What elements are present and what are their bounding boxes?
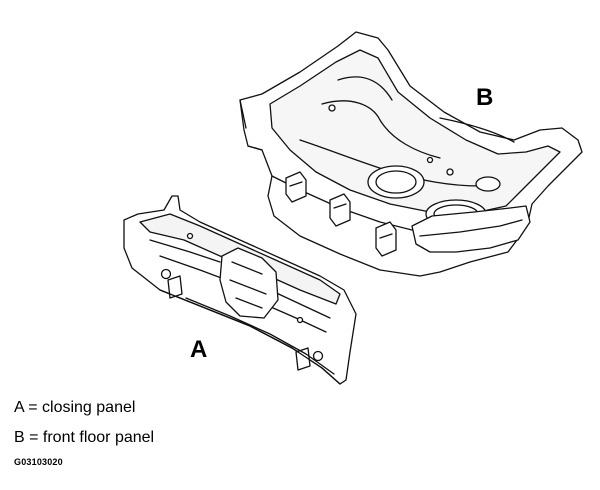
floor-panel-opening <box>475 176 501 192</box>
floor-panel-bracket <box>329 193 351 227</box>
closing-panel-hole <box>186 232 194 240</box>
closing-panel-lower-flange <box>185 297 335 375</box>
legend-item-b: B = front floor panel <box>14 429 155 446</box>
floor-panel-bracket <box>375 221 397 257</box>
closing-panel-hole <box>312 350 324 362</box>
floor-panel-hole <box>446 168 454 176</box>
closing-panel-center-bracket <box>219 247 279 319</box>
front-floor-panel-drawing <box>239 31 583 277</box>
callout-a: A <box>190 336 208 363</box>
closing-panel-center-bracket-detail <box>229 261 267 309</box>
floor-panel-opening <box>375 170 417 194</box>
legend-item-a: A = closing panel <box>14 399 136 416</box>
closing-panel-lower-flange <box>159 289 341 385</box>
floor-panel-edge <box>239 99 263 151</box>
closing-panel-hole <box>160 268 172 280</box>
floor-panel-tub <box>269 49 561 215</box>
closing-panel-clip <box>167 275 183 299</box>
floor-panel-rib <box>439 117 515 143</box>
floor-panel-hole <box>426 156 434 164</box>
parts-illustration <box>123 31 583 385</box>
floor-panel-rib <box>337 76 393 101</box>
closing-panel-rib <box>149 239 331 333</box>
floor-panel-side-detail <box>419 219 523 237</box>
closing-panel-hole <box>296 316 304 324</box>
floor-panel-bracket <box>285 171 307 203</box>
floor-panel-hole <box>328 104 336 112</box>
floor-panel-rib <box>321 100 441 159</box>
callout-b: B <box>476 84 494 111</box>
closing-panel-drawing <box>123 195 357 385</box>
figure-code: G03103020 <box>14 457 63 467</box>
floor-panel-side-member <box>411 205 531 253</box>
